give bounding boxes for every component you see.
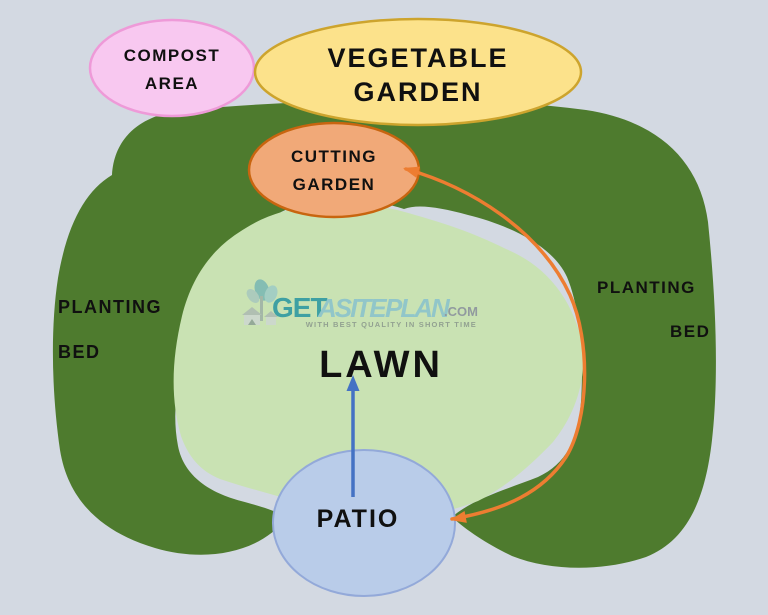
arrowhead-to-patio-icon (450, 511, 467, 523)
patio-shape (272, 449, 456, 597)
lawn-shape (173, 203, 584, 519)
planting-bed-left-label-line1: PLANTING (58, 297, 162, 317)
vegetable-garden-label-line2: GARDEN (353, 77, 482, 107)
watermark-plan: PLAN (385, 293, 451, 323)
planting-bed-right-label-line2: BED (670, 322, 710, 341)
watermark-asite: ASITE (317, 293, 387, 323)
arrowhead-to-cutting-icon (403, 166, 421, 179)
planting-bed-left-label-line2: BED (58, 342, 101, 362)
watermark-tld: .COM (444, 304, 478, 319)
arrowhead-up-icon (346, 375, 360, 391)
compost-area-shape (88, 18, 256, 118)
cutting-garden-shape (247, 121, 421, 219)
patio-to-lawn-arrow (346, 375, 360, 497)
watermark-get: GET (272, 292, 327, 323)
vegetable-garden-label-line1: VEGETABLE (327, 43, 508, 73)
watermark-tagline: WITH BEST QUALITY IN SHORT TIME (306, 320, 477, 329)
cutting-garden-label-line2: GARDEN (293, 175, 376, 194)
planting-bed-right-label-line1: PLANTING (597, 278, 696, 297)
compost-area-label-line2: AREA (145, 74, 199, 93)
vegetable-garden-shape (253, 17, 583, 127)
cutting-garden-label-line1: CUTTING (291, 147, 377, 166)
watermark: GET ASITE PLAN .COM WITH BEST QUALITY IN… (242, 279, 478, 329)
patio-cutting-arrow (403, 166, 587, 523)
lawn-label: LAWN (319, 344, 443, 386)
patio-label: PATIO (317, 505, 400, 533)
planting-bed-shape (52, 99, 716, 568)
compost-area-label-line1: COMPOST (124, 46, 220, 65)
watermark-logo-icon (242, 279, 278, 325)
